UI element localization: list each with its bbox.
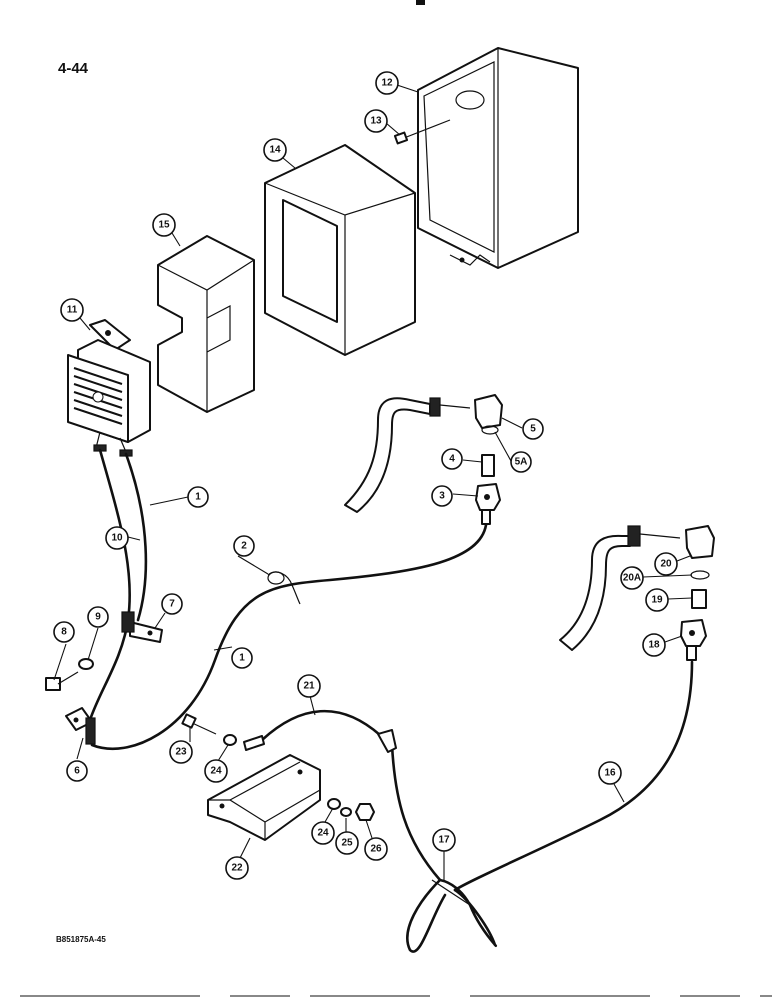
part-9-washer	[78, 658, 94, 670]
callout-17: 17	[432, 828, 456, 852]
figure-code: B851875A-45	[56, 935, 106, 944]
callout-13: 13	[364, 109, 388, 133]
callout-25: 25	[335, 831, 359, 855]
callout-9: 9	[87, 606, 109, 628]
callout-2: 2	[233, 535, 255, 557]
part-24-washer-upper	[223, 734, 237, 746]
callout-1-lower: 1	[231, 647, 253, 669]
callout-label: 23	[175, 747, 187, 758]
callout-21: 21	[297, 674, 321, 698]
right-switch-assembly	[559, 525, 715, 661]
callout-label: 15	[158, 220, 170, 231]
part-26-nut	[355, 803, 375, 821]
part-8-bolt	[45, 671, 79, 691]
leader-lines	[53, 84, 693, 880]
callout-18: 18	[642, 633, 666, 657]
callout-label: 19	[651, 595, 663, 606]
wire-16	[453, 660, 694, 892]
part-21-ground-strap	[243, 709, 397, 753]
part-2-wire-clip	[267, 571, 301, 605]
callout-label: 20A	[623, 573, 641, 584]
callout-12: 12	[375, 71, 399, 95]
page-number: 4-44	[58, 60, 89, 77]
part-6-terminal	[65, 707, 96, 745]
callout-label: 10	[111, 533, 123, 544]
callout-4: 4	[441, 448, 463, 470]
part-25-lockwasher	[340, 807, 352, 817]
callout-label: 14	[269, 145, 281, 156]
callout-label: 17	[438, 835, 450, 846]
wire-1-long	[90, 523, 488, 750]
callout-label: 7	[169, 599, 175, 610]
callout-23: 23	[169, 740, 193, 764]
callout-3: 3	[431, 485, 453, 507]
callout-label: 8	[61, 627, 67, 638]
callout-7: 7	[161, 593, 183, 615]
callout-label: 12	[381, 78, 393, 89]
callout-22: 22	[225, 856, 249, 880]
part-7-clip	[121, 611, 163, 643]
callout-26: 26	[364, 837, 388, 861]
callout-16: 16	[598, 761, 622, 785]
callout-label: 16	[604, 768, 616, 779]
part-17-wire-loop	[406, 878, 498, 953]
callout-label: 5A	[515, 457, 528, 468]
callout-19: 19	[645, 588, 669, 612]
callout-label: 1	[239, 653, 245, 664]
callout-label: 22	[231, 863, 243, 874]
callout-label: 6	[74, 766, 80, 777]
callout-label: 5	[530, 424, 536, 435]
callout-15: 15	[152, 213, 176, 237]
callout-1-upper: 1	[187, 486, 209, 508]
callout-20a: 20A	[620, 566, 644, 590]
callout-24-lower: 24	[311, 821, 335, 845]
callout-label: 24	[210, 766, 222, 777]
part-22-bracket	[207, 754, 321, 841]
callout-label: 13	[370, 116, 382, 127]
wire-1-short	[124, 452, 148, 622]
callout-10: 10	[105, 526, 129, 550]
callout-label: 4	[449, 454, 455, 465]
part-23-bolt	[189, 721, 217, 735]
left-switch-assembly	[344, 394, 503, 525]
wire-10	[88, 448, 132, 722]
part-14-foam-frame	[264, 144, 416, 356]
callout-label: 1	[195, 492, 201, 503]
callout-14: 14	[263, 138, 287, 162]
callout-8: 8	[53, 621, 75, 643]
callout-label: 20	[660, 559, 672, 570]
callout-label: 25	[341, 838, 353, 849]
callout-label: 24	[317, 828, 329, 839]
callout-label: 3	[439, 491, 445, 502]
callout-label: 2	[241, 541, 247, 552]
top-edge-mark	[416, 0, 425, 5]
callout-label: 26	[370, 844, 382, 855]
callout-label: 9	[95, 612, 101, 623]
callout-6: 6	[66, 760, 88, 782]
callout-5a: 5A	[510, 451, 532, 473]
callout-11: 11	[60, 298, 84, 322]
callout-label: 18	[648, 640, 660, 651]
callout-24-upper: 24	[204, 759, 228, 783]
part-24-washer-lower	[327, 798, 341, 810]
callout-label: 21	[303, 681, 315, 692]
callout-5: 5	[522, 418, 544, 440]
part-15-foam-block	[157, 235, 255, 413]
part-11-backup-alarm	[67, 319, 151, 457]
wire-21-lead	[390, 743, 442, 882]
callout-label: 11	[67, 305, 78, 316]
callout-20: 20	[654, 552, 678, 576]
part-12-enclosure	[417, 47, 579, 269]
